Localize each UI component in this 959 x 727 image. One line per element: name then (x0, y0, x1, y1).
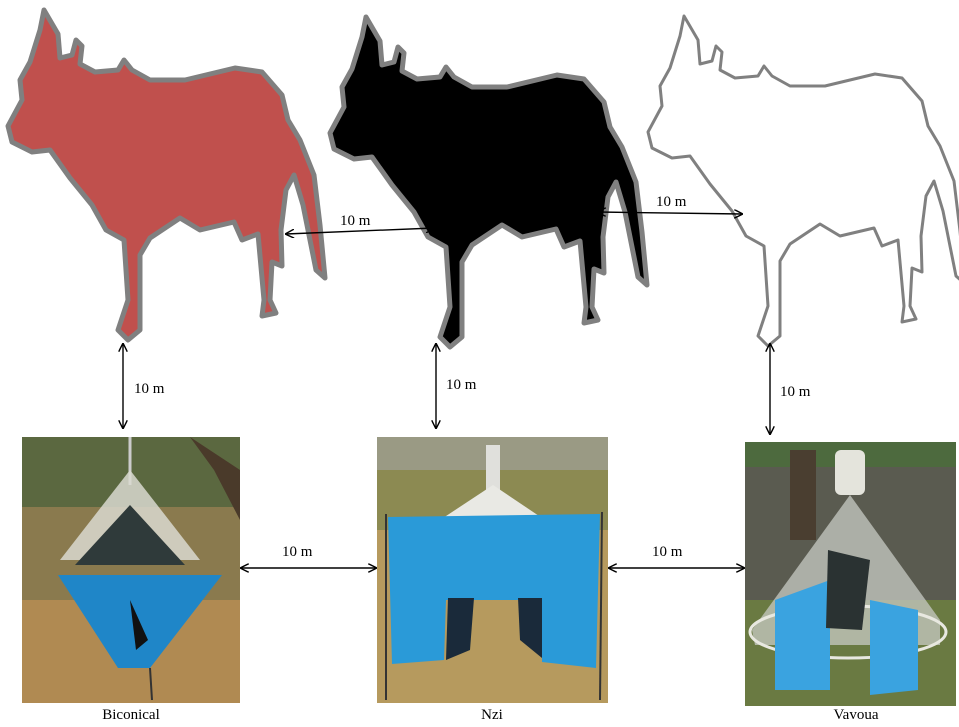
label-cow1-cow2: 10 m (340, 213, 371, 229)
caption-biconical: Biconical (51, 707, 211, 724)
nzi-trap-photo (377, 437, 608, 703)
arrow-cow2-cow3 (598, 212, 742, 214)
label-trap2-trap3: 10 m (652, 544, 683, 560)
label-cow2-trap2: 10 m (446, 377, 477, 393)
cow-silhouette-black (330, 17, 647, 347)
biconical-trap-photo (22, 437, 240, 703)
label-cow3-trap3: 10 m (780, 384, 811, 400)
vavoua-trap-photo (745, 442, 956, 706)
label-cow2-cow3: 10 m (656, 194, 687, 210)
cow-silhouette-white (648, 16, 959, 346)
label-trap1-trap2: 10 m (282, 544, 313, 560)
caption-vavoua: Vavoua (776, 707, 936, 724)
label-cow1-trap1: 10 m (134, 381, 165, 397)
caption-nzi: Nzi (412, 707, 572, 724)
cow-silhouette-red (8, 10, 325, 340)
